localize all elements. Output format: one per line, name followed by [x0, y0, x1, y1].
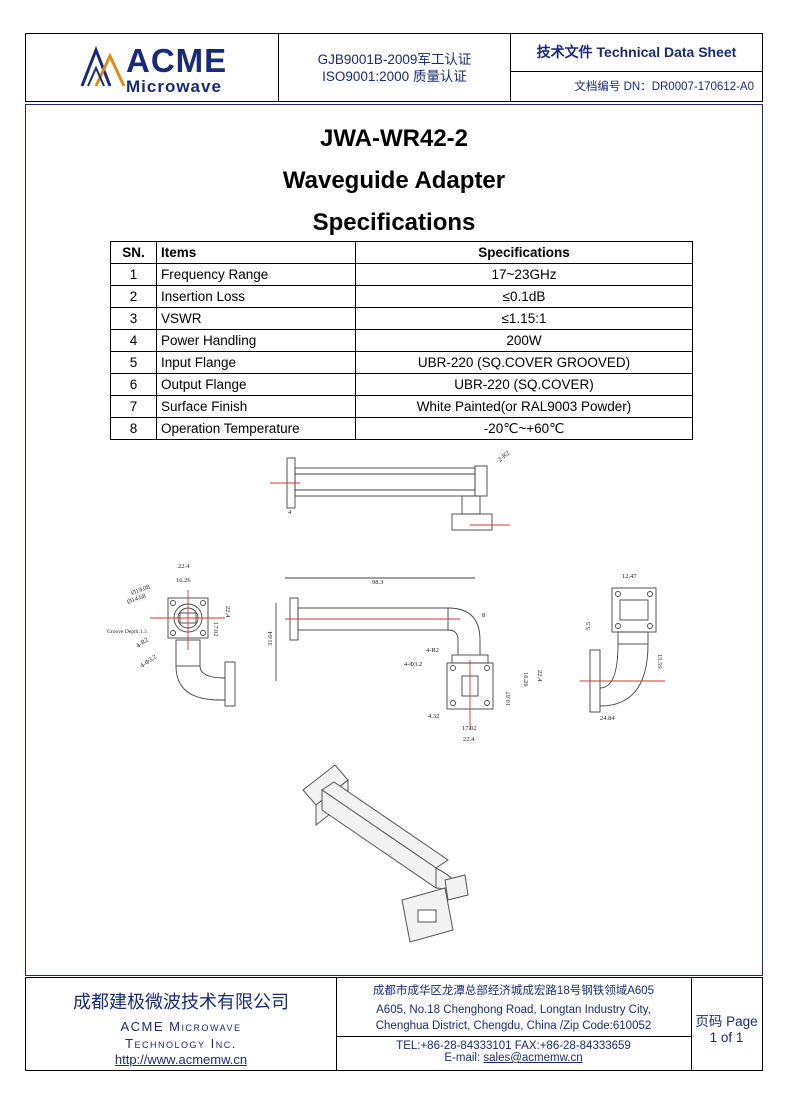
page-value: 1 of 1 — [709, 1030, 744, 1045]
row-sn: 5 — [110, 351, 157, 374]
acme-logo-icon — [80, 45, 126, 87]
row-item: Output Flange — [156, 373, 356, 396]
product-title: Waveguide Adapter — [282, 167, 506, 194]
header: ACME Microwave GJB9001B-2009军工认证 ISO9001… — [25, 33, 763, 102]
header-specifications: Specifications — [355, 241, 693, 264]
company-name-cn: 成都建极微波技术有限公司 — [73, 992, 289, 1013]
row-spec: -20℃~+60℃ — [355, 417, 693, 440]
row-item: Insertion Loss — [156, 285, 356, 308]
row-item: Frequency Range — [156, 263, 356, 286]
company-name-en-1: ACME Microwave — [120, 1019, 242, 1034]
address-en-2: Chenghua District, Chengdu, China /Zip C… — [336, 1020, 691, 1037]
main-content: JWA-WR42-2 Waveguide Adapter Specificati… — [25, 104, 763, 976]
website-link[interactable]: http://www.acmemw.cn — [114, 1052, 248, 1067]
row-sn: 2 — [110, 285, 157, 308]
row-item: Power Handling — [156, 329, 356, 352]
row-sn: 8 — [110, 417, 157, 440]
row-item: Surface Finish — [156, 395, 356, 418]
row-sn: 3 — [110, 307, 157, 330]
logo-cell: ACME Microwave — [26, 34, 279, 101]
section-title: Specifications — [312, 209, 476, 236]
footer-contact: 成都市成华区龙潭总部经济城成宏路18号钢铁领域A605 A605, No.18 … — [336, 978, 692, 1070]
document-number: 文档编号 DN：DR0007-170612-A0 — [574, 81, 754, 93]
row-sn: 4 — [110, 329, 157, 352]
model-title: JWA-WR42-2 — [319, 125, 469, 152]
header-items: Items — [156, 241, 356, 264]
header-sn: SN. — [110, 241, 157, 264]
email-line: E-mail: sales@acmemw.cn — [336, 1052, 691, 1064]
row-spec: UBR-220 (SQ.COVER GROOVED) — [355, 351, 693, 374]
logo-sub: Microwave — [126, 77, 222, 96]
address-en-1: A605, No.18 Chenghong Road, Longtan Indu… — [376, 1004, 651, 1016]
table-header-row: SN. Items Specifications — [110, 241, 693, 264]
address-cn: 成都市成华区龙潭总部经济城成宏路18号钢铁领域A605 — [372, 985, 655, 997]
row-item: VSWR — [156, 307, 356, 330]
row-sn: 1 — [110, 263, 157, 286]
certification-cell: GJB9001B-2009军工认证 ISO9001:2000 质量认证 — [279, 34, 511, 101]
email-label: E-mail: — [444, 1052, 484, 1064]
row-spec: UBR-220 (SQ.COVER) — [355, 373, 693, 396]
cert-line-2: ISO9001:2000 质量认证 — [322, 69, 467, 84]
footer-page: 页码 Page 1 of 1 — [691, 978, 762, 1070]
row-item: Operation Temperature — [156, 417, 356, 440]
row-spec: 200W — [355, 329, 693, 352]
row-spec: ≤0.1dB — [355, 285, 693, 308]
document-title: 技术文件 Technical Data Sheet — [511, 34, 762, 72]
document-info-cell: 技术文件 Technical Data Sheet 文档编号 DN：DR0007… — [511, 34, 762, 101]
row-spec: White Painted(or RAL9003 Powder) — [355, 395, 693, 418]
page-label: 页码 Page — [695, 1014, 758, 1029]
logo-brand: ACME — [126, 42, 228, 79]
row-spec: ≤1.15:1 — [355, 307, 693, 330]
row-spec: 17~23GHz — [355, 263, 693, 286]
company-name-en-2: Technology Inc. — [125, 1036, 237, 1051]
tel-fax: TEL:+86-28-84333101 FAX:+86-28-84333659 — [396, 1040, 631, 1052]
email-link[interactable]: sales@acmemw.cn — [483, 1052, 583, 1064]
row-sn: 6 — [110, 373, 157, 396]
footer-company: 成都建极微波技术有限公司 ACME Microwave Technology I… — [26, 978, 337, 1070]
footer: 成都建极微波技术有限公司 ACME Microwave Technology I… — [25, 977, 763, 1071]
row-item: Input Flange — [156, 351, 356, 374]
cert-line-1: GJB9001B-2009军工认证 — [317, 52, 472, 67]
row-sn: 7 — [110, 395, 157, 418]
